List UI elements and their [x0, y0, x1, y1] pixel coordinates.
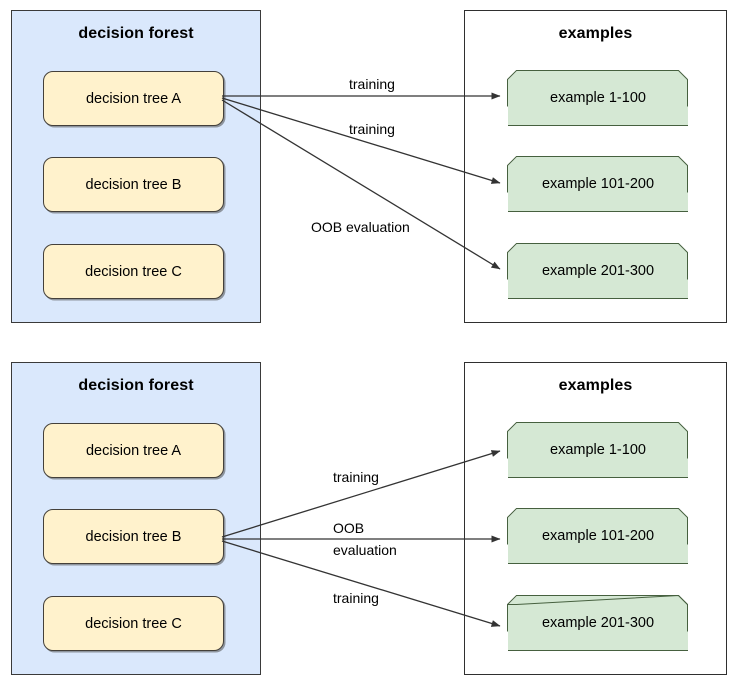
decision-tree-a-label-bottom: decision tree A [85, 442, 182, 459]
examples-panel-bottom: examples example 1-100 example 101-200 e… [464, 362, 727, 675]
decision-tree-b-label-top: decision tree B [85, 176, 182, 193]
edge-label-oob-evaluation-top: OOB evaluation [311, 219, 410, 235]
example-201-300-box-top[interactable]: example 201-300 [508, 244, 688, 299]
edge-label-training-1-bottom: training [333, 469, 379, 485]
example-1-100-label-bottom: example 1-100 [550, 442, 646, 458]
examples-title-top: examples [558, 25, 633, 42]
example-201-300-box-bottom[interactable]: example 201-300 [508, 596, 688, 651]
edge-label-oob-bottom: OOB [333, 520, 365, 536]
example-101-200-label-top: example 101-200 [541, 176, 655, 192]
decision-tree-a-box-top[interactable]: decision tree A [43, 71, 224, 126]
diagram-bottom: decision forest decision tree A decision… [0, 352, 737, 685]
decision-tree-b-label-bottom: decision tree B [85, 528, 182, 545]
decision-tree-a-label-top: decision tree A [85, 90, 182, 107]
examples-title-bottom: examples [558, 377, 633, 394]
decision-tree-a-box-bottom[interactable]: decision tree A [43, 423, 224, 478]
decision-tree-c-label-top: decision tree C [85, 263, 182, 280]
edge-label-training-1-top: training [349, 76, 395, 92]
decision-forest-title-top: decision forest [78, 25, 194, 42]
decision-forest-panel-top: decision forest decision tree A decision… [11, 10, 261, 323]
edge-label-evaluation-bottom: evaluation [333, 542, 397, 558]
decision-forest-panel-bottom: decision forest decision tree A decision… [11, 362, 261, 675]
edge-label-training-2-bottom: training [333, 590, 379, 606]
example-101-200-box-top[interactable]: example 101-200 [508, 157, 688, 212]
decision-tree-b-box-bottom[interactable]: decision tree B [43, 509, 224, 564]
decision-tree-c-box-top[interactable]: decision tree C [43, 244, 224, 299]
example-1-100-box-top[interactable]: example 1-100 [508, 71, 688, 126]
edge-training-2-top [221, 97, 501, 184]
diagram-top: decision forest decision tree A decision… [0, 0, 737, 333]
decision-tree-c-box-bottom[interactable]: decision tree C [43, 596, 224, 651]
example-201-300-label-top: example 201-300 [541, 263, 655, 279]
examples-panel-top: examples example 1-100 example 101-200 e… [464, 10, 727, 323]
decision-tree-b-box-top[interactable]: decision tree B [43, 157, 224, 212]
example-101-200-label-bottom: example 101-200 [541, 528, 655, 544]
edge-label-training-2-top: training [349, 121, 395, 137]
example-1-100-box-bottom[interactable]: example 1-100 [508, 423, 688, 478]
decision-forest-title-bottom: decision forest [78, 377, 194, 394]
example-1-100-label-top: example 1-100 [550, 90, 646, 106]
example-201-300-label-bottom: example 201-300 [541, 615, 655, 631]
example-101-200-box-bottom[interactable]: example 101-200 [508, 509, 688, 564]
decision-tree-c-label-bottom: decision tree C [85, 615, 182, 632]
